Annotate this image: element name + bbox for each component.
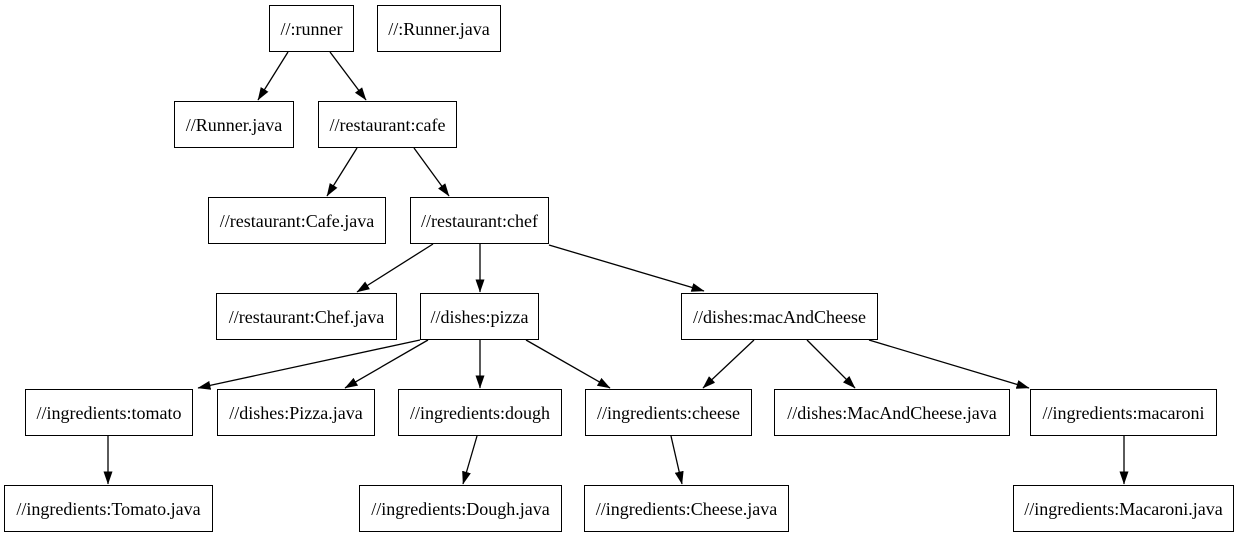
graph-edge-pizza-to-pizza-java (344, 339, 429, 389)
graph-node-label-runner: //:runner (280, 18, 343, 39)
graph-node-label-dough-java: //ingredients:Dough.java (371, 498, 550, 519)
graph-edge-cafe-to-cafe-java (326, 147, 358, 197)
graph-node-label-macandcheese-java: //dishes:MacAndCheese.java (787, 402, 997, 423)
graph-node-label-cheese-java: //ingredients:Cheese.java (595, 498, 778, 519)
graph-node-label-pizza: //dishes:pizza (430, 306, 529, 327)
graph-node-dough: //ingredients:dough (398, 389, 562, 436)
graph-node-macandcheese: //dishes:macAndCheese (681, 293, 878, 340)
graph-edge-pizza-to-cheese (525, 339, 611, 389)
graph-node-tomato-java: //ingredients:Tomato.java (4, 485, 213, 532)
graph-node-label-cheese: //ingredients:cheese (597, 402, 740, 423)
graph-node-label-tomato-java: //ingredients:Tomato.java (16, 498, 201, 519)
graph-node-label-pizza-java: //dishes:Pizza.java (229, 402, 363, 423)
graph-node-label-chef: //restaurant:chef (421, 210, 538, 231)
graph-node-runner-java: //Runner.java (174, 101, 294, 148)
graph-node-pizza-java: //dishes:Pizza.java (217, 389, 375, 436)
graph-node-tomato: //ingredients:tomato (25, 389, 193, 436)
graph-edge-cheese-to-cheese-java (670, 435, 684, 485)
graph-edge-cafe-to-chef (413, 147, 450, 197)
graph-node-label-runner-java: //Runner.java (185, 114, 283, 135)
graph-edge-macandcheese-to-cheese (702, 339, 755, 389)
graph-node-cheese: //ingredients:cheese (585, 389, 752, 436)
graph-edge-runner-to-cafe (329, 51, 367, 101)
graph-node-label-tomato: //ingredients:tomato (36, 402, 182, 423)
graph-node-cafe-java: //restaurant:Cafe.java (208, 197, 386, 244)
graph-node-macandcheese-java: //dishes:MacAndCheese.java (774, 389, 1010, 436)
graph-edge-dough-to-dough-java (462, 435, 478, 485)
graph-node-macaroni-java: //ingredients:Macaroni.java (1013, 485, 1234, 532)
graph-node-pizza: //dishes:pizza (420, 293, 539, 340)
graph-node-chef: //restaurant:chef (410, 197, 549, 244)
graph-node-label-macandcheese: //dishes:macAndCheese (693, 306, 866, 327)
graph-node-dough-java: //ingredients:Dough.java (359, 485, 562, 532)
graph-node-chef-java: //restaurant:Chef.java (216, 293, 397, 340)
graph-node-label-cafe-java: //restaurant:Cafe.java (219, 210, 375, 231)
graph-node-runner-java-file: //:Runner.java (377, 5, 501, 52)
graph-edge-chef-to-chef-java (356, 243, 434, 293)
graph-edge-runner-to-runner-java (257, 51, 289, 101)
graph-node-macaroni: //ingredients:macaroni (1030, 389, 1217, 436)
graph-edge-chef-to-macandcheese (548, 244, 705, 292)
graph-edge-macandcheese-to-macaroni (868, 339, 1030, 389)
graph-node-cheese-java: //ingredients:Cheese.java (584, 485, 789, 532)
graph-node-label-macaroni: //ingredients:macaroni (1042, 402, 1205, 423)
graph-node-label-chef-java: //restaurant:Chef.java (228, 306, 385, 327)
graph-node-label-macaroni-java: //ingredients:Macaroni.java (1024, 498, 1223, 519)
graph-node-label-cafe: //restaurant:cafe (329, 114, 446, 135)
graph-node-label-dough: //ingredients:dough (410, 402, 550, 423)
graph-edge-macandcheese-to-macandcheese-java (806, 339, 856, 389)
graph-node-label-runner-java-file: //:Runner.java (388, 18, 490, 39)
graph-node-runner: //:runner (269, 5, 354, 52)
graph-edge-pizza-to-tomato (197, 339, 421, 390)
graph-node-cafe: //restaurant:cafe (318, 101, 457, 148)
